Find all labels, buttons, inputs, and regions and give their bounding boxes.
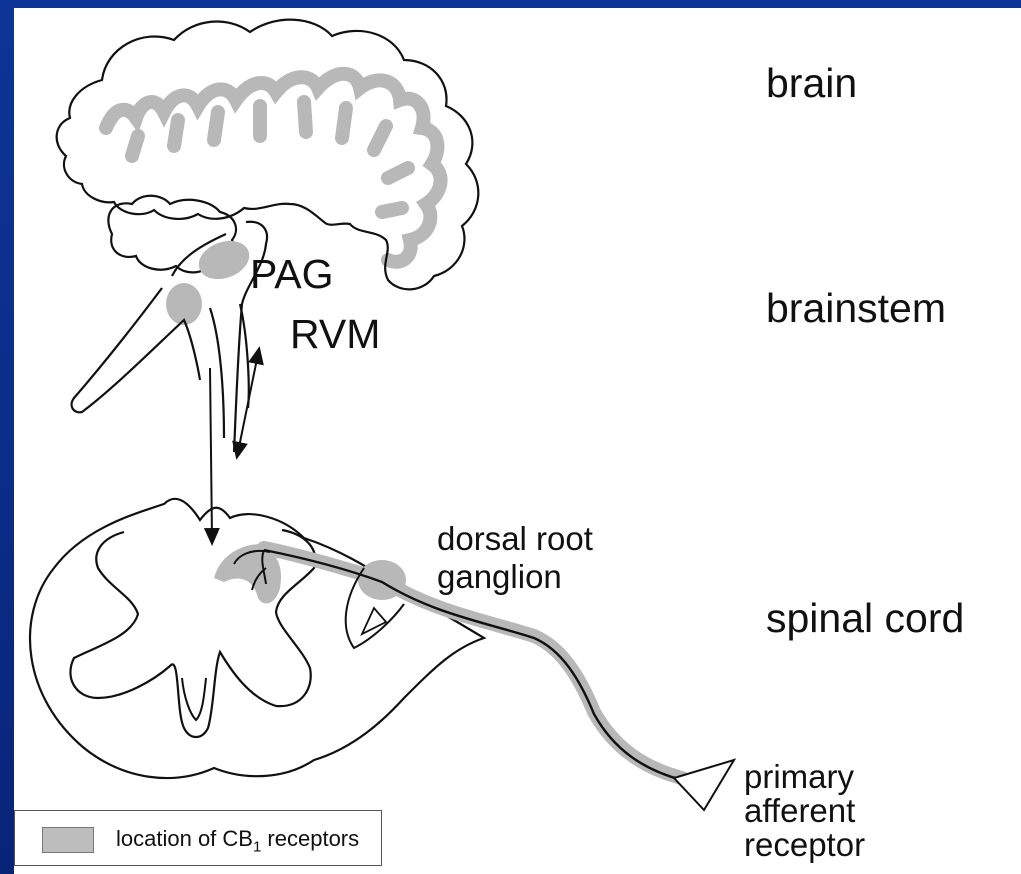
descending-arrow (210, 368, 212, 538)
label-receptor-1: primary (744, 760, 854, 795)
pag-shading (193, 234, 254, 286)
grey-matter-outline (70, 530, 315, 737)
root-junction (362, 608, 386, 634)
legend-swatch (42, 827, 94, 853)
legend-text: location of CB1 receptors (116, 826, 359, 855)
legend: location of CB1 receptors (14, 810, 382, 866)
ventral-fissure (182, 678, 206, 720)
spinal-cord-outline (30, 499, 484, 778)
label-drg-1: dorsal root (437, 522, 593, 557)
label-spinal-cord: spinal cord (766, 598, 964, 639)
label-drg-2: ganglion (437, 560, 562, 595)
label-brainstem: brainstem (766, 288, 946, 329)
label-receptor-3: receptor (744, 828, 865, 863)
legend-suffix: receptors (261, 826, 359, 851)
cortex-cb1-shading (106, 74, 441, 262)
receptor-triangle (674, 760, 734, 810)
label-brain: brain (766, 63, 857, 104)
diagram-canvas: brain brainstem spinal cord PAG RVM dors… (14, 8, 1021, 874)
legend-label: location of CB (116, 826, 253, 851)
anatomy-drawing (14, 8, 1021, 874)
label-pag: PAG (250, 254, 334, 295)
label-rvm: RVM (290, 314, 380, 355)
label-receptor-2: afferent (744, 794, 855, 829)
brainstem-tract (210, 308, 224, 438)
